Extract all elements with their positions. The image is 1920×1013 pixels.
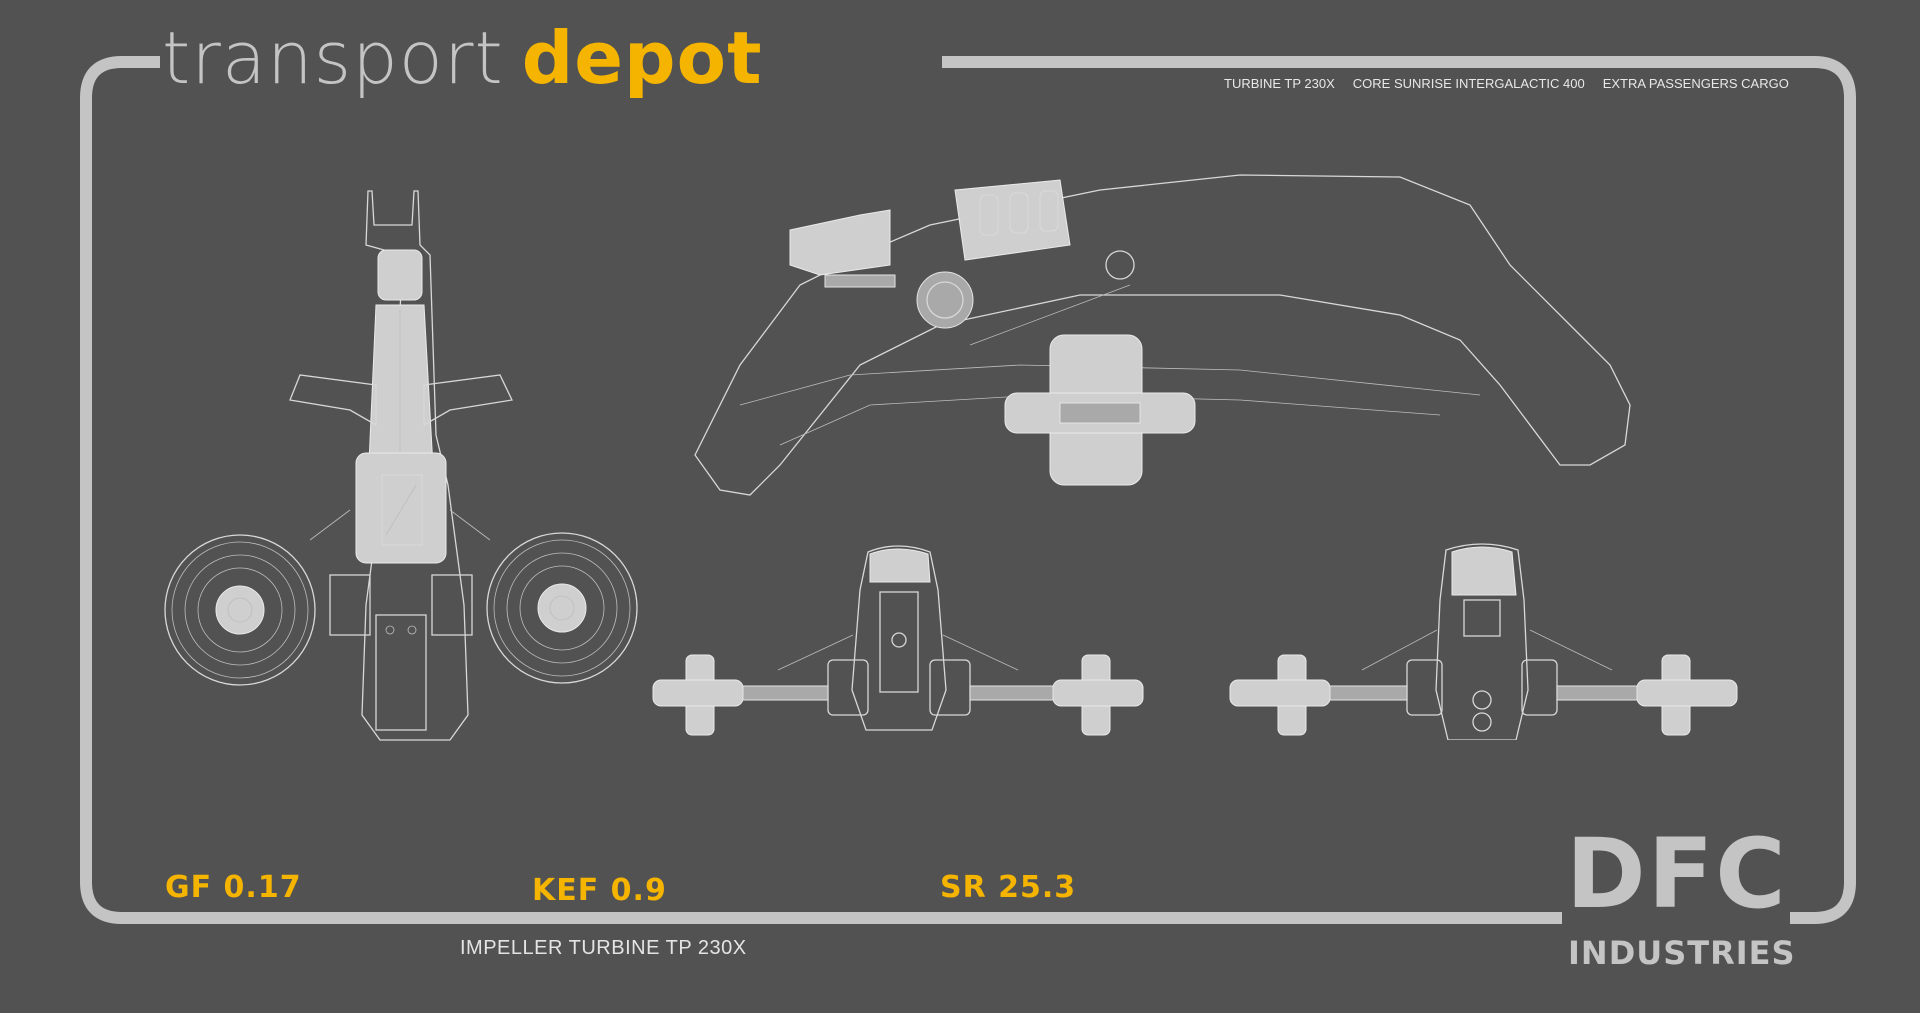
rear-right-arm <box>1556 685 1638 701</box>
title-transport: transport <box>162 16 504 100</box>
side-view-drawing <box>694 174 1631 496</box>
front-right-arm <box>969 685 1054 701</box>
spec-tag: TURBINE TP 230X <box>1224 76 1335 91</box>
left-arm <box>329 574 371 636</box>
front-left-pod <box>652 654 744 736</box>
rear-left-arm <box>1329 685 1408 701</box>
engine-hatch <box>381 474 423 546</box>
front-canopy <box>869 548 931 583</box>
product-subtitle: IMPELLER TURBINE TP 230X <box>460 937 747 959</box>
spec-tag: CORE SUNRISE INTERGALACTIC 400 <box>1352 76 1585 91</box>
front-view-drawing <box>652 545 1144 736</box>
metric-gf: GF 0.17 <box>165 870 302 905</box>
rear-view-drawing <box>1229 543 1738 740</box>
front-fuselage <box>851 545 947 731</box>
company-logo-dfc: DFC <box>1566 818 1788 930</box>
front-left-arm <box>742 685 829 701</box>
frame-left-bottom <box>80 56 1562 924</box>
porthole <box>1105 250 1135 280</box>
cockpit <box>377 249 423 301</box>
right-wing <box>423 374 513 427</box>
front-right-pod <box>1052 654 1144 736</box>
rear-fuselage <box>1435 543 1529 740</box>
vent-strip <box>824 274 896 288</box>
nose-pod <box>789 209 891 276</box>
right-arm <box>431 574 473 636</box>
top-view-drawing <box>164 190 638 741</box>
rear-intake <box>1451 546 1517 596</box>
right-turbine <box>486 532 638 684</box>
cabin <box>954 179 1071 261</box>
left-wing <box>289 374 377 427</box>
core-reactor <box>916 271 974 329</box>
metric-kef: KEF 0.9 <box>532 873 667 908</box>
rear-right-pod <box>1636 654 1738 736</box>
rear-left-pod <box>1229 654 1331 736</box>
spec-tags: TURBINE TP 230X CORE SUNRISE INTERGALACT… <box>1224 76 1789 91</box>
frame-top-right <box>942 56 1856 924</box>
metric-sr: SR 25.3 <box>940 870 1077 905</box>
engine-block <box>355 452 447 564</box>
side-turbine <box>1004 334 1196 486</box>
left-turbine <box>164 534 316 686</box>
rear-section <box>375 614 427 731</box>
company-logo-tagline: INDUSTRIES <box>1568 934 1796 972</box>
spec-tag: EXTRA PASSENGERS CARGO <box>1602 76 1789 91</box>
title-depot: depot <box>521 16 763 100</box>
